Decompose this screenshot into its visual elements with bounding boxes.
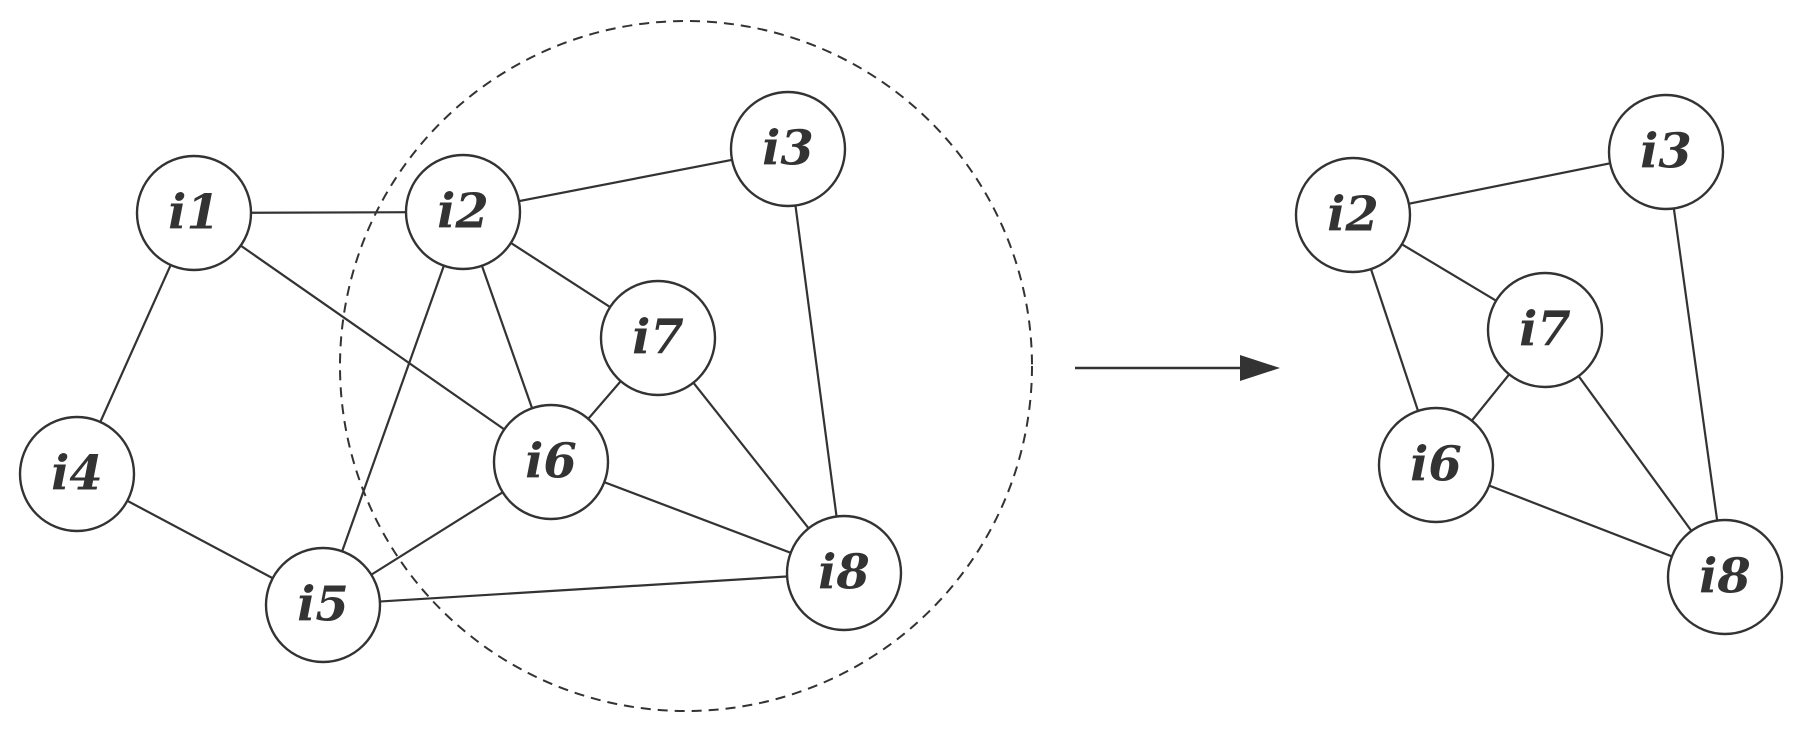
- full-node-i8: i8: [785, 514, 903, 632]
- sub-edge-i3-i8: [1664, 151, 1727, 578]
- full-node-circle-i3: [729, 90, 847, 208]
- sub-node-circle-i6: [1377, 406, 1495, 524]
- extracted-subgraph: i2 i3 i7 i6 i8: [1294, 93, 1784, 636]
- full-node-i2: i2: [404, 153, 522, 271]
- sub-node-label-i7: i7: [1519, 302, 1571, 358]
- full-edge-i2-i5: [321, 211, 465, 606]
- full-node-label-i2: i2: [437, 184, 489, 240]
- sub-node-circle-i7: [1486, 271, 1604, 389]
- sub-node-i6: i6: [1377, 406, 1495, 524]
- sub-node-i7: i7: [1486, 271, 1604, 389]
- sub-node-i2: i2: [1294, 156, 1412, 274]
- full-node-circle-i8: [785, 514, 903, 632]
- full-node-circle-i2: [404, 153, 522, 271]
- sub-node-label-i8: i8: [1699, 549, 1751, 605]
- arrow-head: [1240, 355, 1280, 381]
- full-edge-i1-i6: [193, 212, 552, 463]
- subgraph-nodes: i2 i3 i7 i6 i8: [1294, 93, 1784, 636]
- full-node-circle-i4: [18, 415, 136, 533]
- full-node-i6: i6: [492, 403, 610, 521]
- sub-node-i3: i3: [1607, 93, 1725, 211]
- sub-node-label-i2: i2: [1327, 187, 1379, 243]
- full-node-i1: i1: [135, 154, 253, 272]
- sub-node-label-i3: i3: [1640, 124, 1692, 180]
- full-node-label-i5: i5: [297, 577, 349, 633]
- sub-node-circle-i8: [1666, 518, 1784, 636]
- full-node-label-i4: i4: [51, 446, 103, 502]
- full-node-circle-i7: [599, 279, 717, 397]
- full-node-i3: i3: [729, 90, 847, 208]
- full-edge-i5-i8: [322, 571, 845, 607]
- full-node-label-i7: i7: [632, 310, 684, 366]
- full-node-circle-i5: [264, 546, 382, 664]
- full-graph-nodes: i1 i2 i3 i4 i5 i6 i7 i8: [18, 90, 903, 664]
- full-node-label-i6: i6: [525, 434, 577, 490]
- full-node-label-i3: i3: [762, 121, 814, 177]
- full-node-circle-i1: [135, 154, 253, 272]
- sub-node-i8: i8: [1666, 518, 1784, 636]
- full-node-i7: i7: [599, 279, 717, 397]
- full-graph: i1 i2 i3 i4 i5 i6 i7 i8: [18, 20, 1033, 712]
- full-node-label-i8: i8: [818, 545, 870, 601]
- full-node-i5: i5: [264, 546, 382, 664]
- subgraph-boundary: [339, 20, 1033, 712]
- full-node-i4: i4: [18, 415, 136, 533]
- full-node-circle-i6: [492, 403, 610, 521]
- sub-node-circle-i2: [1294, 156, 1412, 274]
- sub-node-label-i6: i6: [1410, 437, 1462, 493]
- full-node-label-i1: i1: [168, 185, 220, 241]
- full-edge-i3-i8: [786, 148, 846, 574]
- sub-node-circle-i3: [1607, 93, 1725, 211]
- transform-arrow: [1075, 355, 1280, 381]
